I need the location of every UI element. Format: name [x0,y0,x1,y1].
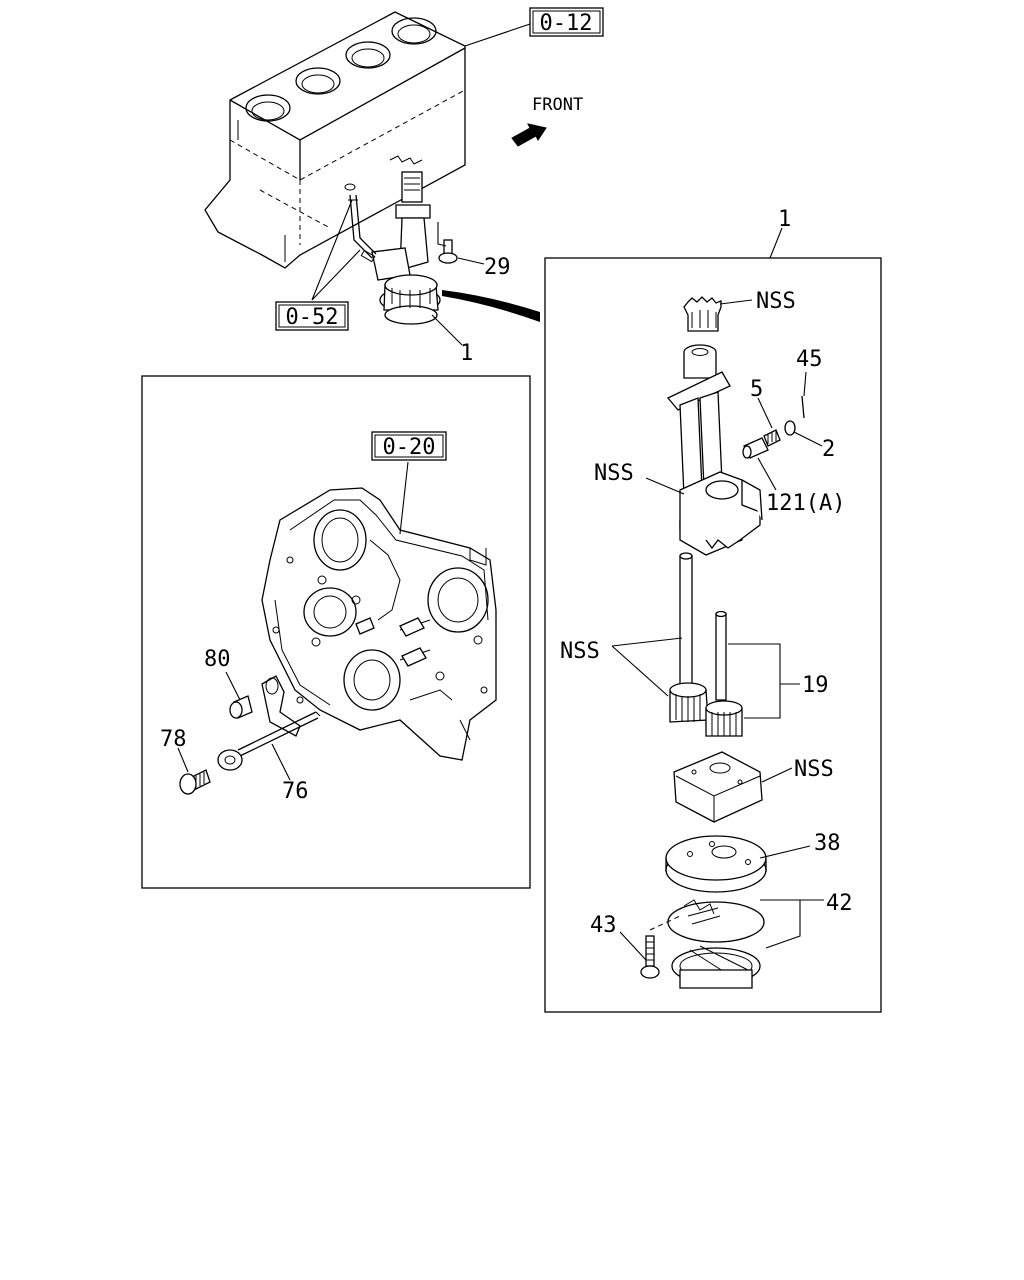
oil-pipe-76-part [217,675,321,771]
callout-45[interactable]: 45 [796,347,823,372]
oil-pipe-small [344,183,377,263]
callout-80[interactable]: 80 [204,647,231,672]
callout-nss-pump-cover[interactable]: NSS [794,757,834,782]
oil-pump-detail-frame [544,257,882,1013]
front-label: FRONT [532,95,583,115]
ref-box-oil-pipe[interactable]: 0-52 [275,301,349,331]
drive-gear-part [683,296,722,332]
ref-oil-pipe-label: 0-52 [286,305,339,330]
gear-shaft-set-19-part [705,610,743,737]
callout-38[interactable]: 38 [814,831,841,856]
engine-block [204,11,466,269]
strainer-38-part [665,835,767,893]
callout-2[interactable]: 2 [822,437,835,462]
callout-42[interactable]: 42 [826,891,853,916]
pump-body-part [666,344,763,556]
front-direction-indicator: FRONT [511,95,583,147]
callout-121a[interactable]: 121(A) [766,491,845,516]
strainer-screen-42-part [667,899,765,989]
callout-29[interactable]: 29 [484,255,511,280]
callout-78[interactable]: 78 [160,727,187,752]
callout-76[interactable]: 76 [282,779,309,804]
detail-link-swoosh [442,290,540,322]
bolt-80-part [229,695,253,719]
bolt-29-part [438,239,458,264]
ref-front-cover-label: 0-20 [383,435,436,460]
pump-cover-part [673,751,763,823]
callout-5[interactable]: 5 [750,377,763,402]
bolt-78-part [179,769,211,795]
oil-pump-assembly-small [371,171,441,325]
callout-nss-drive-gear[interactable]: NSS [756,289,796,314]
callout-1-detail[interactable]: 1 [778,207,791,232]
callout-19[interactable]: 19 [802,673,829,698]
callout-43[interactable]: 43 [590,913,617,938]
ref-box-engine-block[interactable]: 0-12 [529,7,604,37]
front-cover-detail-frame [141,375,531,889]
relief-valve-part [742,395,805,459]
callout-1-small[interactable]: 1 [460,341,473,366]
callout-nss-shaft-gear[interactable]: NSS [560,639,600,664]
front-cover-housing [261,487,497,761]
ref-box-front-cover[interactable]: 0-20 [371,431,447,461]
callout-nss-pump-body[interactable]: NSS [594,461,634,486]
front-arrow-icon [511,123,547,147]
strainer-bolt-43-part [640,915,681,979]
shaft-gear-part [669,552,709,723]
ref-engine-block-label: 0-12 [540,11,593,36]
